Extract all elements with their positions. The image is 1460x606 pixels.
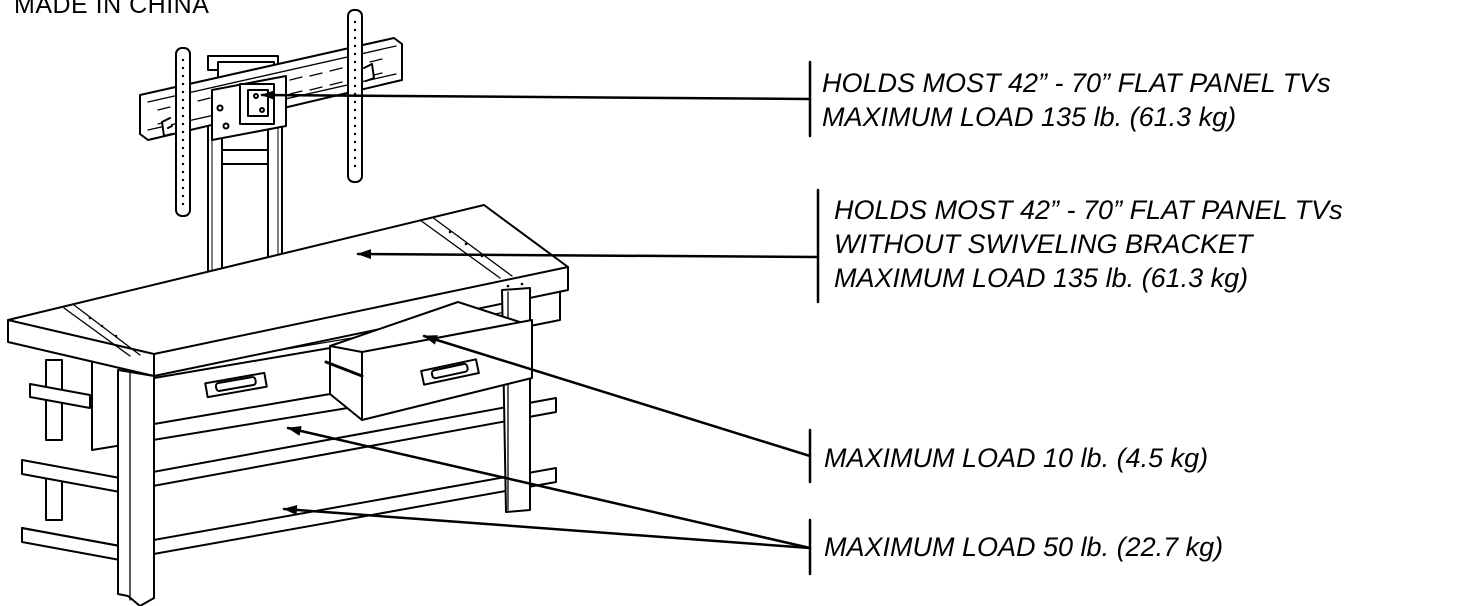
front-left-leg bbox=[117, 369, 155, 606]
callout-bracket: HOLDS MOST 42” - 70” FLAT PANEL TVs MAXI… bbox=[822, 66, 1331, 134]
arrow-drawer bbox=[422, 334, 812, 458]
arrow-tabletop bbox=[356, 249, 820, 260]
arrow-middle-shelf bbox=[286, 426, 812, 550]
drawer-left bbox=[153, 347, 331, 425]
arrow-bottom-shelf bbox=[282, 504, 812, 550]
callout-bracket-line-1: HOLDS MOST 42” - 70” FLAT PANEL TVs bbox=[822, 68, 1331, 98]
made-in-label: MADE IN CHINA bbox=[14, 0, 210, 19]
tv-arm-left bbox=[161, 47, 191, 217]
callout-tabletop-line-3: MAXIMUM LOAD 135 lb. (61.3 kg) bbox=[834, 263, 1249, 293]
callout-drawers-line-1: MAXIMUM LOAD 10 lb. (4.5 kg) bbox=[824, 443, 1209, 473]
arrow-bracket bbox=[260, 90, 812, 101]
callout-tabletop-line-2: WITHOUT SWIVELING BRACKET bbox=[834, 229, 1253, 259]
callout-bracket-line-2: MAXIMUM LOAD 135 lb. (61.3 kg) bbox=[822, 102, 1237, 132]
callout-shelves: MAXIMUM LOAD 50 lb. (22.7 kg) bbox=[824, 530, 1223, 564]
callout-drawers: MAXIMUM LOAD 10 lb. (4.5 kg) bbox=[824, 441, 1208, 475]
console-table bbox=[7, 204, 569, 606]
callout-tabletop: HOLDS MOST 42” - 70” FLAT PANEL TVs WITH… bbox=[834, 193, 1343, 295]
callout-shelves-line-1: MAXIMUM LOAD 50 lb. (22.7 kg) bbox=[824, 532, 1224, 562]
callout-tabletop-line-1: HOLDS MOST 42” - 70” FLAT PANEL TVs bbox=[834, 195, 1343, 225]
tv-mount-bracket bbox=[139, 9, 403, 273]
tabletop bbox=[7, 204, 569, 377]
